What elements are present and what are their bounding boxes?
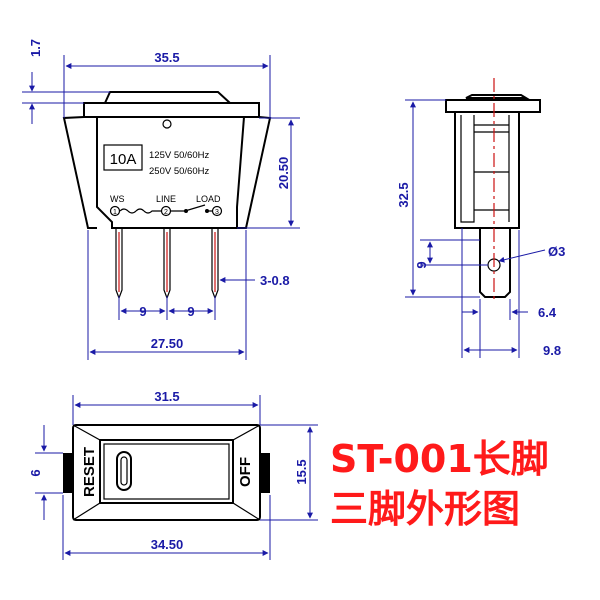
dim-pin-width: 3-0.8 <box>260 273 290 288</box>
front-screw <box>162 119 172 129</box>
bottom-view: RESET OFF 31.5 34.50 6 15.5 <box>28 389 318 560</box>
voltage-line-2: 250V 50/60Hz <box>149 166 209 177</box>
dim-hole-diameter: Ø3 <box>548 244 565 259</box>
bottom-rocker-face <box>99 439 234 504</box>
rating-label: 10A <box>110 151 137 168</box>
front-top-plate <box>83 102 260 118</box>
terminal-3-num: 3 <box>215 209 219 216</box>
dim-pitch-right: 9 <box>187 304 194 319</box>
terminal-2-circle <box>160 205 172 217</box>
dim-pin-depth: 6.4 <box>538 305 557 320</box>
bottom-rocker-inner <box>103 443 230 500</box>
front-left-flange <box>62 116 97 229</box>
side-rib-lines <box>474 124 509 211</box>
dim-side-width: 9.8 <box>543 343 561 358</box>
switch-contact-a <box>184 209 188 213</box>
terminal-1-circle <box>109 205 121 217</box>
terminal-3-circle <box>211 205 223 217</box>
off-label: OFF <box>237 457 254 487</box>
dim-pitch-left: 9 <box>139 304 146 319</box>
title-line-1: ST-001长脚 <box>330 437 549 481</box>
side-top-plate <box>445 99 541 113</box>
dim-top-width: 35.5 <box>154 50 179 65</box>
dim-bottom-outer-width: 34.50 <box>151 537 184 552</box>
side-body <box>454 112 520 229</box>
front-body <box>96 116 245 229</box>
dim-cap-height: 1.7 <box>28 39 43 57</box>
terminal-2-num: 2 <box>164 209 168 216</box>
terminal-line-label: LINE <box>156 194 176 204</box>
indicator-lens-inner <box>120 456 128 486</box>
front-view: 10A 125V 50/60Hz 250V 50/60Hz WS LINE LO… <box>22 39 300 360</box>
dim-bottom-inner-width: 31.5 <box>154 389 179 404</box>
side-pin <box>479 228 511 298</box>
right-tab <box>260 453 270 493</box>
dim-bottom-left-height: 6 <box>28 469 43 476</box>
rating-box <box>103 144 143 171</box>
terminal-1-num: 1 <box>113 209 117 216</box>
front-cap <box>103 91 233 104</box>
reset-label: RESET <box>81 447 98 497</box>
dim-side-height: 32.5 <box>396 182 411 207</box>
left-tab <box>63 453 73 493</box>
voltage-line-1: 125V 50/60Hz <box>149 150 209 161</box>
terminal-ws-label: WS <box>110 194 125 204</box>
side-inner-lines <box>460 115 510 223</box>
terminal-load-label: LOAD <box>196 194 221 204</box>
switch-contact-b <box>205 209 209 213</box>
title-line-2: 三脚外形图 <box>330 487 520 531</box>
dim-base-width: 27.50 <box>151 336 184 351</box>
front-pins <box>115 228 219 300</box>
side-view: 32.5 9 Ø3 6.4 9.8 <box>396 78 565 358</box>
side-cap <box>465 94 530 99</box>
indicator-lens <box>116 451 132 491</box>
dim-hole-offset: 9 <box>414 261 429 268</box>
ws-coil-symbol <box>119 208 161 214</box>
dim-body-height: 20.50 <box>276 157 291 190</box>
dim-bottom-right-height: 15.5 <box>294 459 309 484</box>
